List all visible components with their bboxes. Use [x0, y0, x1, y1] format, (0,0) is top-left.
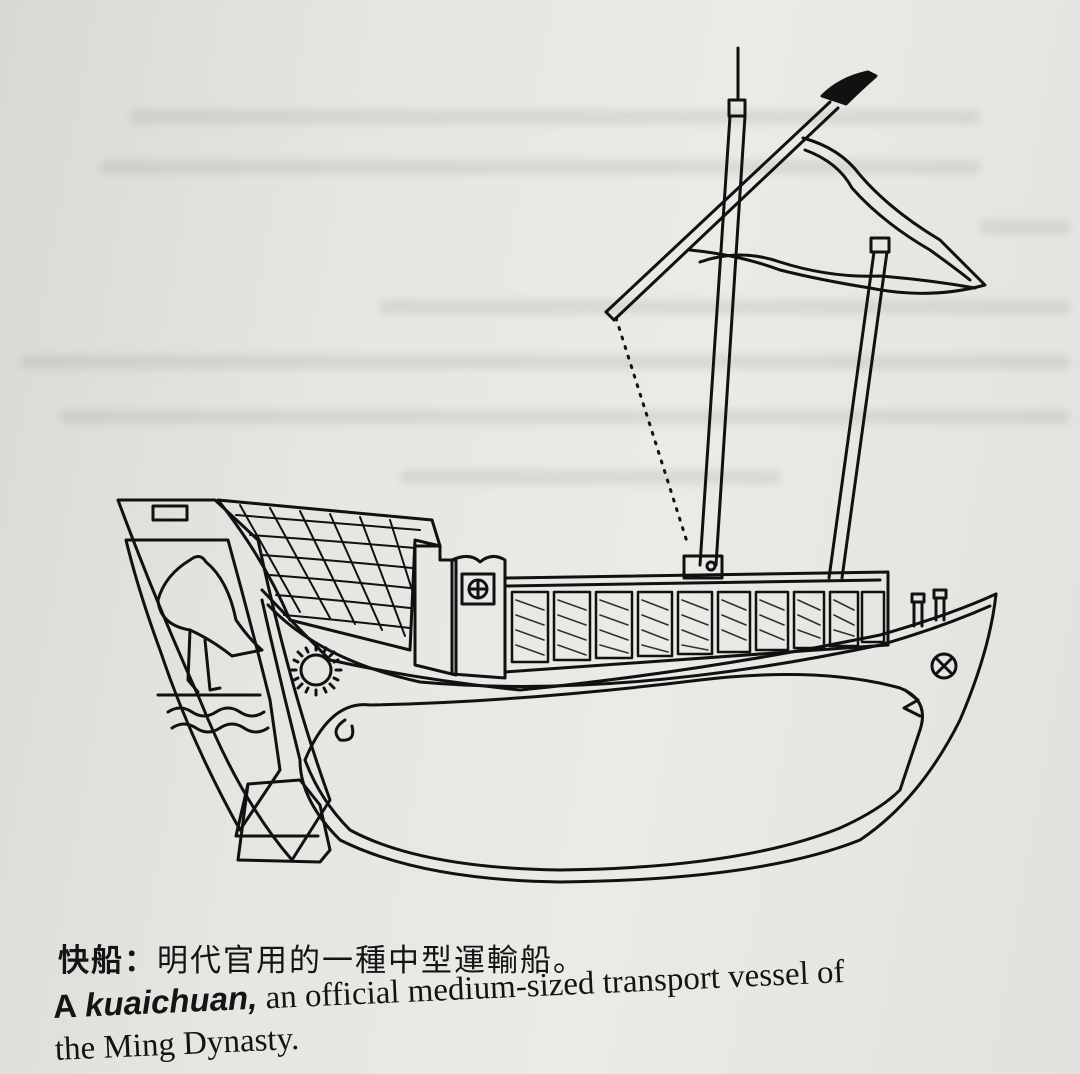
caption-english-article: A [52, 986, 78, 1025]
caption-chinese-term: 快船 [58, 943, 124, 979]
bleed-through-text [20, 110, 1070, 484]
cabin-block [413, 544, 507, 680]
deck-railing [503, 570, 890, 674]
stern-post [116, 498, 332, 862]
rudder [234, 778, 332, 864]
sun-icon [289, 643, 343, 697]
hull [260, 588, 998, 884]
caption-english-term: kuaichuan, [84, 978, 259, 1024]
caption-chinese: 快船：明代官用的一種中型運輸船。 [58, 935, 1072, 980]
caption-english-line2: the Ming Dynasty. [54, 1020, 300, 1068]
flag-icon [688, 136, 987, 295]
caption-chinese-colon: ： [124, 943, 157, 979]
cabin-roof [216, 498, 442, 652]
medallion-icon [930, 652, 958, 680]
flag-pole [604, 70, 878, 547]
caption-chinese-description: 明代官用的一種中型運輸船。 [157, 943, 586, 979]
main-mast [682, 46, 747, 580]
rear-mast [827, 236, 891, 580]
figure-caption: 快船：明代官用的一種中型運輸船。 A kuaichuan, an officia… [52, 935, 1072, 1071]
